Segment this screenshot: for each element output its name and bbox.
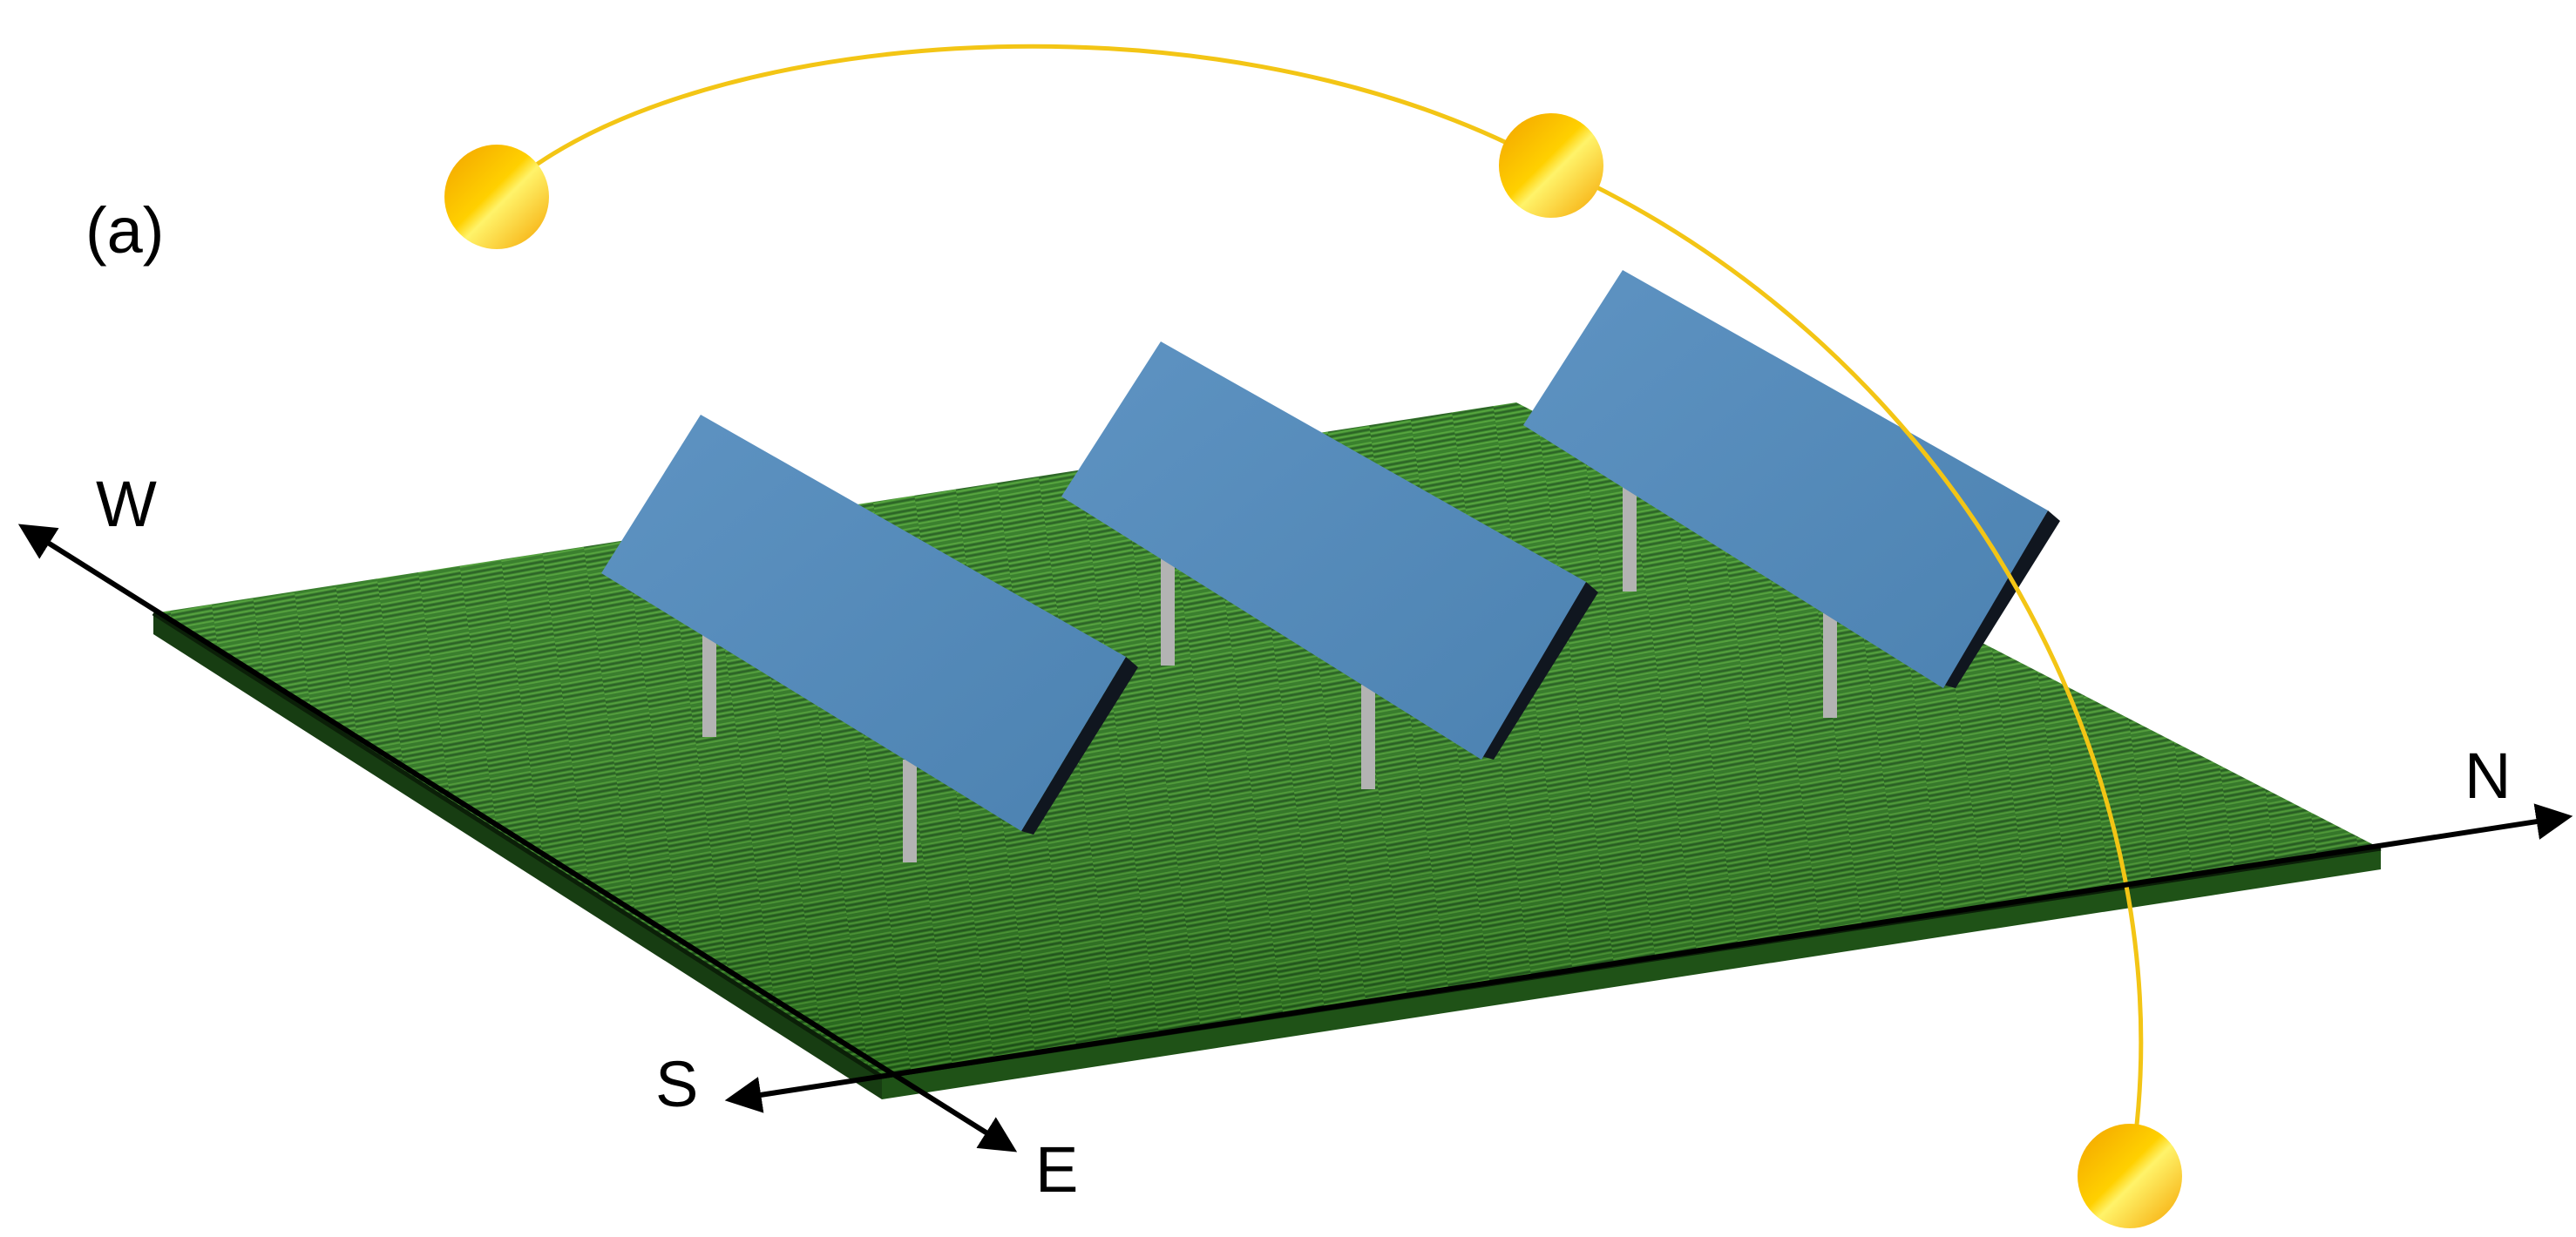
compass-axes [17,524,2573,1153]
south-label: S [655,1048,698,1120]
panel-face [1061,341,1586,760]
panel-label: (a) [85,194,164,267]
south-north-axis [724,803,2573,1113]
post [1623,483,1637,591]
solar-panel-3 [1523,270,2060,688]
solar-panel-2 [1061,341,1598,760]
post [702,629,716,737]
panel-edge [1481,582,1598,760]
west-label: W [96,468,157,540]
post [1823,613,1837,718]
panel-edge [1021,657,1138,835]
panel-edge [1943,510,2060,688]
panel-face [1523,270,2048,688]
post [1361,685,1375,789]
north-label: N [2464,740,2511,812]
sun-midday [1499,113,1603,218]
east-label: E [1035,1133,1078,1206]
post [1161,558,1175,666]
sun-evening [2078,1124,2182,1228]
sun-morning [444,145,549,249]
post [903,760,917,862]
